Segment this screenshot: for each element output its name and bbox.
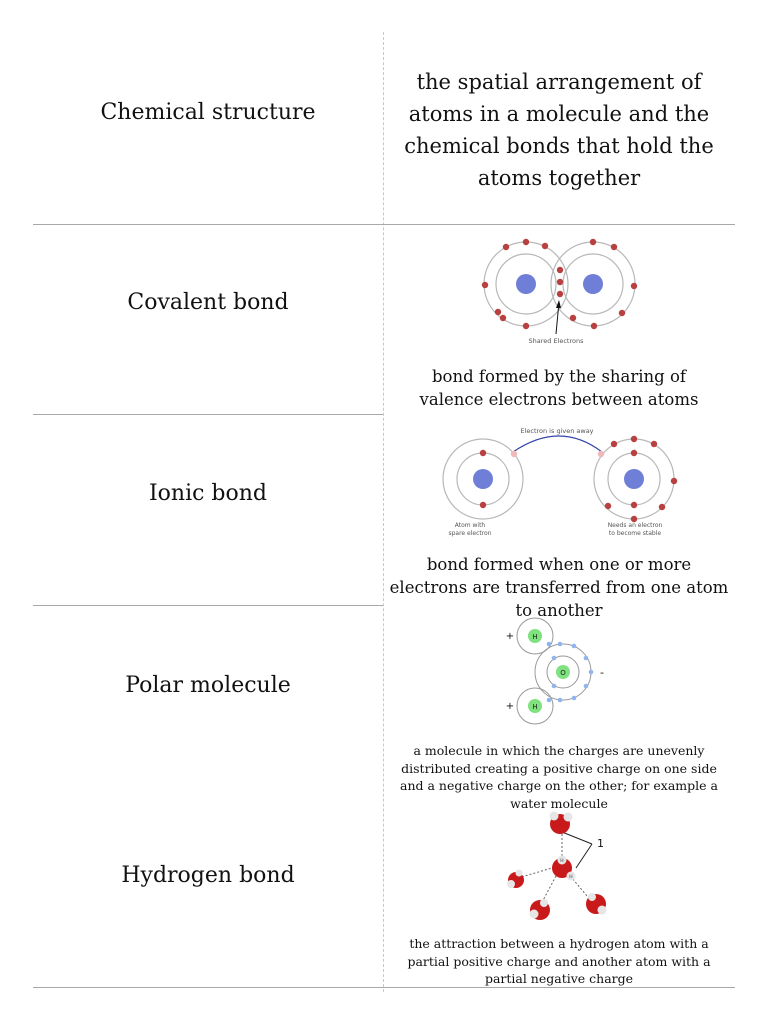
center-divider	[383, 32, 384, 992]
row-divider	[33, 987, 735, 988]
oxygen-icon: O	[556, 665, 570, 679]
diagram-caption: Shared Electrons	[529, 337, 585, 345]
term-label: Polar molecule	[125, 673, 291, 698]
hydrogen-icon: H	[528, 699, 542, 713]
term-label: Covalent bond	[127, 290, 289, 315]
ionic-bond-diagram: Electron is given away Atom with spare e…	[442, 427, 678, 537]
water-molecule-icon: H H	[552, 855, 576, 881]
hydrogen-icon: H	[528, 629, 542, 643]
hydrogen-bond-diagram: 1 H H	[507, 811, 607, 920]
svg-text:H: H	[560, 858, 563, 864]
definition-text: a molecule in which the charges are unev…	[400, 743, 718, 811]
electron-icon	[481, 238, 638, 330]
diagram-caption-top: Electron is given away	[520, 427, 593, 435]
svg-text:O: O	[560, 669, 566, 677]
electron-icon	[510, 450, 518, 458]
definition-text: the attraction between a hydrogen atom w…	[407, 936, 711, 986]
definition-text: bond formed by the sharing of valence el…	[419, 367, 699, 409]
nucleus-icon	[473, 469, 493, 489]
term-label: Hydrogen bond	[121, 863, 295, 888]
definition-text: the spatial arrangement of atoms in a mo…	[404, 70, 714, 190]
water-molecule-icon	[549, 811, 573, 834]
electron-icon	[479, 435, 678, 523]
diagram-caption-left: Atom with	[455, 522, 486, 529]
minus-sign: -	[600, 666, 604, 679]
plus-sign: +	[506, 701, 514, 712]
diagram-caption-right: to become stable	[609, 530, 661, 537]
term-label: Ionic bond	[148, 481, 268, 506]
svg-text:H: H	[532, 633, 537, 641]
polar-molecule-diagram: H O H + + -	[506, 617, 604, 725]
water-molecule-icon	[507, 869, 524, 888]
nucleus-icon	[624, 469, 644, 489]
nucleus-icon	[516, 274, 536, 294]
nucleus-icon	[583, 274, 603, 294]
covalent-bond-diagram: Shared Electrons	[481, 238, 638, 345]
bond-label: 1	[597, 837, 604, 850]
svg-text:H: H	[532, 703, 537, 711]
electron-icon	[597, 450, 605, 458]
row-divider	[33, 605, 383, 606]
diagram-caption-right: Needs an electron	[608, 522, 663, 529]
water-molecule-icon	[586, 893, 607, 915]
svg-text:H: H	[569, 874, 572, 880]
plus-sign: +	[506, 631, 514, 642]
row-divider	[33, 414, 383, 415]
definition-text: bond formed when one or more electrons a…	[389, 555, 729, 620]
row-divider	[33, 224, 735, 225]
term-label: Chemical structure	[100, 100, 316, 125]
electron-icon	[546, 641, 594, 703]
water-molecule-icon	[529, 899, 550, 920]
diagram-caption-left: spare electron	[448, 530, 491, 537]
